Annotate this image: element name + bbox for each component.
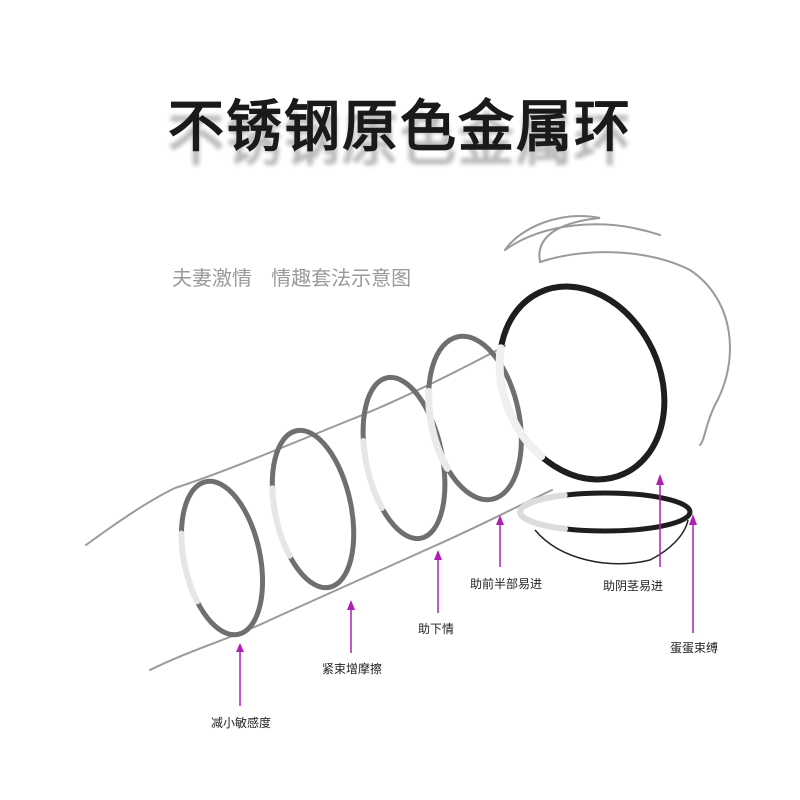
glans-outline [504,215,731,446]
ring-1-glint [178,478,266,638]
arrowhead-aid-front-entry [496,515,504,525]
arrows [236,474,697,706]
title: 不锈钢原色金属环 [168,94,632,160]
scrotum-outline [534,519,689,565]
shaft-outline [85,215,731,671]
ring-2-glint [269,427,357,591]
rings [178,282,693,638]
ring-3-glint [360,374,448,542]
label-scrotum-bind: 蛋蛋束缚 [670,641,719,655]
arrowhead-aid-mood [434,550,442,560]
ring-scrotum-glint [517,490,693,534]
label-reduce-sensitivity: 减小敏感度 [211,716,272,730]
label-tighten-friction: 紧束增摩擦 [322,662,383,676]
shaft-top-edge [85,345,506,546]
shaft-bottom-edge [149,489,553,671]
ring-4-glint [425,332,525,504]
label-aid-shaft-entry: 助阴茎易进 [603,579,664,593]
glans-top [504,223,661,251]
subtitle: 夫妻激情 情趣套法示意图 [172,266,412,290]
arrowhead-aid-shaft-entry [656,474,664,485]
arrowhead-tighten-friction [347,600,355,610]
label-aid-front-entry: 助前半部易进 [470,577,543,591]
arrowhead-reduce-sensitivity [236,643,244,652]
ring-5-glint [495,282,669,484]
label-aid-mood: 助下情 [418,622,455,636]
arrowhead-scrotum-bind [689,514,697,525]
